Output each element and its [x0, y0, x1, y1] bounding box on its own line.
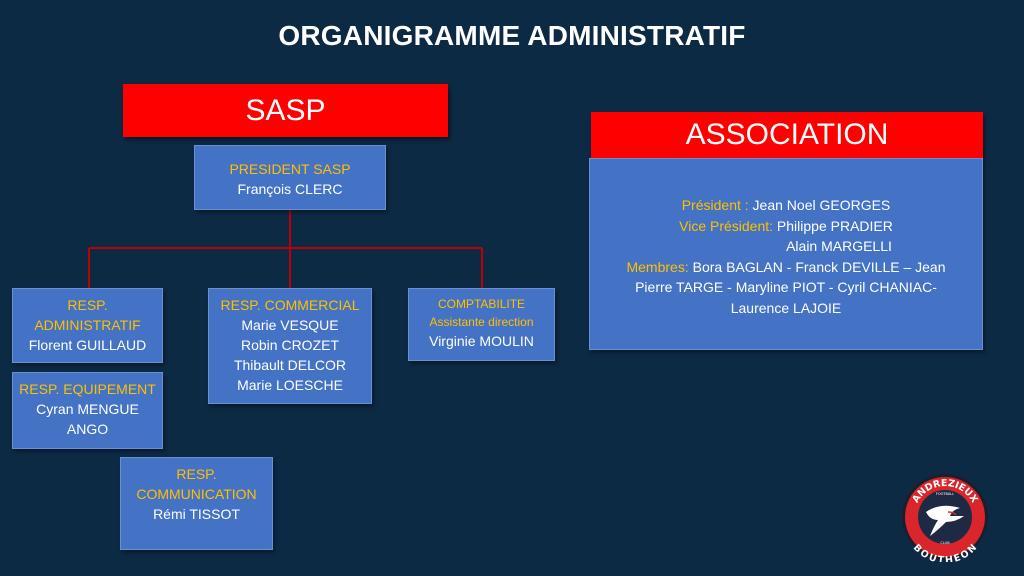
- association-members-line-3: Laurence LAJOIE: [730, 299, 842, 316]
- association-members-line-1: Membres: Bora BAGLAN - Franck DEVILLE – …: [590, 257, 982, 278]
- resp-communication-box: RESP. COMMUNICATION Rémi TISSOT: [120, 457, 273, 550]
- club-logo: ANDREZIEUX BOUTHEON FOOTBALL CLUB: [902, 474, 988, 562]
- association-members-line-2: Pierre TARGE - Maryline PIOT - Cyril CHA…: [635, 279, 937, 295]
- eagle-icon: [926, 505, 964, 536]
- association-president-line: Président : Jean Noel GEORGES: [590, 195, 982, 216]
- comptabilite-role-1: COMPTABILITE: [437, 297, 526, 311]
- president-sasp-name: François CLERC: [237, 181, 343, 197]
- comptabilite-role-2: Assistante direction: [429, 315, 534, 329]
- resp-communication-role-2: COMMUNICATION: [136, 486, 257, 502]
- association-box: Président : Jean Noel GEORGES Vice Prési…: [589, 158, 983, 350]
- resp-administratif-box: RESP. ADMINISTRATIF Florent GUILLAUD: [12, 288, 163, 363]
- association-header: ASSOCIATION: [591, 112, 983, 158]
- association-vice-label: Vice Président:: [679, 217, 777, 234]
- resp-commercial-name: Thibault DELCOR: [233, 357, 347, 373]
- resp-commercial-name: Marie LOESCHE: [237, 377, 343, 393]
- association-members-names: Bora BAGLAN - Franck DEVILLE – Jean: [692, 258, 946, 275]
- resp-equipement-role: RESP. EQUIPEMENT: [19, 381, 156, 397]
- resp-commercial-role: RESP. COMMERCIAL: [220, 297, 360, 313]
- resp-commercial-name: Robin CROZET: [240, 337, 340, 353]
- association-president-name: Jean Noel GEORGES: [752, 197, 891, 213]
- resp-administratif-role-2: ADMINISTRATIF: [34, 317, 141, 333]
- comptabilite-box: COMPTABILITE Assistante direction Virgin…: [408, 288, 555, 361]
- resp-equipement-name-2: ANGO: [66, 421, 109, 437]
- association-vice-line: Vice Président: Philippe PRADIER: [590, 216, 982, 237]
- resp-communication-name: Rémi TISSOT: [153, 506, 240, 522]
- resp-communication-role-1: RESP.: [176, 466, 217, 482]
- association-members-label: Membres:: [626, 258, 693, 275]
- comptabilite-name: Virginie MOULIN: [429, 333, 534, 349]
- resp-administratif-role-1: RESP.: [67, 297, 108, 313]
- president-sasp-role: PRESIDENT SASP: [229, 161, 351, 177]
- logo-small-bottom: CLUB: [940, 541, 950, 545]
- resp-equipement-name-1: Cyran MENGUE: [36, 401, 139, 417]
- president-sasp-box: PRESIDENT SASP François CLERC: [194, 145, 386, 210]
- page-title: ORGANIGRAMME ADMINISTRATIF: [278, 20, 746, 51]
- resp-equipement-box: RESP. EQUIPEMENT Cyran MENGUE ANGO: [12, 372, 163, 449]
- association-president-label: Président :: [681, 197, 753, 213]
- association-vice-line-2: Alain MARGELLI: [590, 236, 982, 257]
- resp-commercial-box: RESP. COMMERCIAL Marie VESQUE Robin CROZ…: [208, 288, 372, 404]
- resp-commercial-name: Marie VESQUE: [241, 317, 339, 333]
- sasp-header: SASP: [123, 84, 448, 137]
- association-vice-name: Philippe PRADIER: [776, 217, 893, 234]
- association-vice-name: Alain MARGELLI: [786, 238, 892, 254]
- logo-small-top: FOOTBALL: [936, 492, 954, 496]
- resp-administratif-name: Florent GUILLAUD: [28, 337, 147, 353]
